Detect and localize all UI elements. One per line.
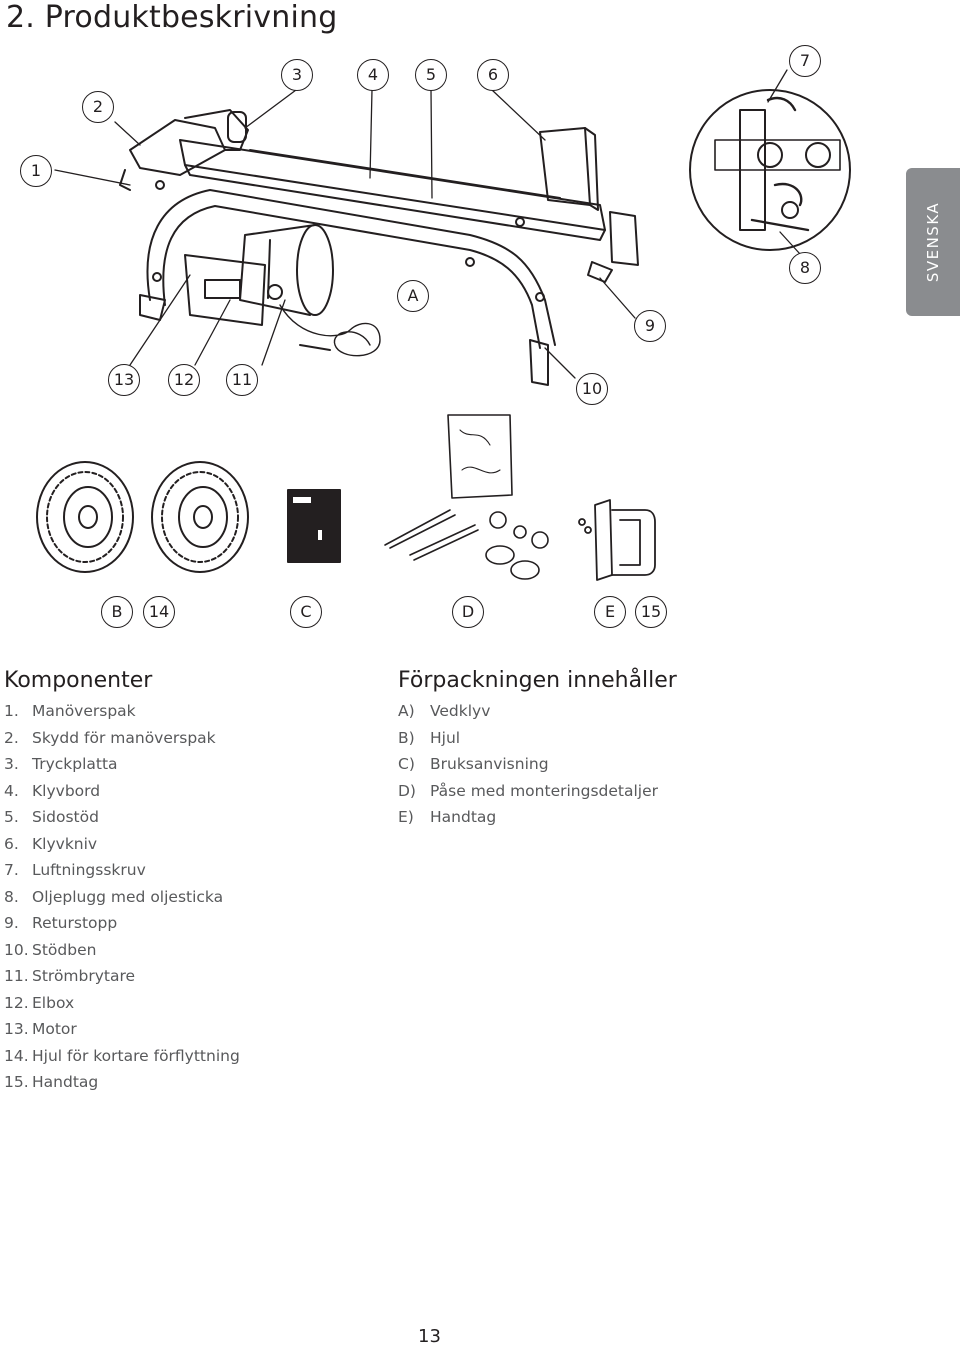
list-item: 11.Strömbrytare: [4, 967, 136, 985]
hardware-bag-drawing: [384, 414, 549, 580]
list-item: 7.Luftningsskruv: [4, 861, 146, 879]
handle-drawing: [578, 499, 656, 581]
list-item: 10.Stödben: [4, 940, 97, 959]
leader-lines: [54, 69, 801, 379]
list-item: 13.Motor: [4, 1020, 77, 1038]
callout-12: 12: [168, 364, 200, 396]
wheel-drawing-2: [151, 461, 249, 573]
callout-3: 3: [281, 59, 313, 91]
list-item: 9.Returstopp: [4, 914, 118, 932]
callout-B: B: [101, 596, 133, 628]
log-splitter-drawing: [119, 109, 639, 386]
callout-1: 1: [20, 155, 52, 187]
callout-15: 15: [635, 596, 667, 628]
package-list: A)Vedklyv B)Hjul C)Bruksanvisning D)Påse…: [398, 698, 658, 831]
list-item: 14.Hjul för kortare förflyttning: [4, 1046, 240, 1065]
page-title: 2. Produktbeskrivning: [6, 0, 338, 35]
list-item: A)Vedklyv: [398, 702, 491, 720]
product-illustration: [36, 69, 851, 581]
callout-C: C: [290, 596, 322, 628]
list-item: 12.Elbox: [4, 993, 75, 1012]
callout-10: 10: [576, 373, 608, 405]
callout-A: A: [397, 280, 429, 312]
list-item: C)Bruksanvisning: [398, 755, 549, 773]
callout-7: 7: [789, 45, 821, 77]
list-item: 8.Oljeplugg med oljesticka: [4, 887, 224, 906]
list-item: E)Handtag: [398, 808, 497, 826]
package-heading: Förpackningen innehåller: [398, 668, 677, 693]
callout-13: 13: [108, 364, 140, 396]
callout-6: 6: [477, 59, 509, 91]
detail-inset: [689, 89, 851, 251]
list-item: 2.Skydd för manöverspak: [4, 728, 216, 747]
list-item: 4.Klyvbord: [4, 781, 101, 800]
manual-drawing: [287, 489, 341, 563]
list-item: 6.Klyvkniv: [4, 834, 98, 853]
list-item: 3.Tryckplatta: [4, 755, 118, 773]
callout-E: E: [594, 596, 626, 628]
components-heading: Komponenter: [4, 668, 153, 693]
callout-9: 9: [634, 310, 666, 342]
callout-11: 11: [226, 364, 258, 396]
callout-4: 4: [357, 59, 389, 91]
language-tab: SVENSKA: [906, 168, 960, 316]
callout-8: 8: [789, 252, 821, 284]
wheel-drawing-1: [36, 461, 134, 573]
callout-2: 2: [82, 91, 114, 123]
page-number: 13: [418, 1326, 441, 1347]
list-item: 5.Sidostöd: [4, 808, 99, 826]
components-list: 1.Manöverspak 2.Skydd för manöverspak 3.…: [4, 698, 240, 1096]
callout-5: 5: [415, 59, 447, 91]
callout-D: D: [452, 596, 484, 628]
list-item: B)Hjul: [398, 728, 461, 747]
list-item: 15.Handtag: [4, 1073, 99, 1091]
list-item: D)Påse med monteringsdetaljer: [398, 781, 658, 800]
list-item: 1.Manöverspak: [4, 702, 136, 720]
callout-14: 14: [143, 596, 175, 628]
